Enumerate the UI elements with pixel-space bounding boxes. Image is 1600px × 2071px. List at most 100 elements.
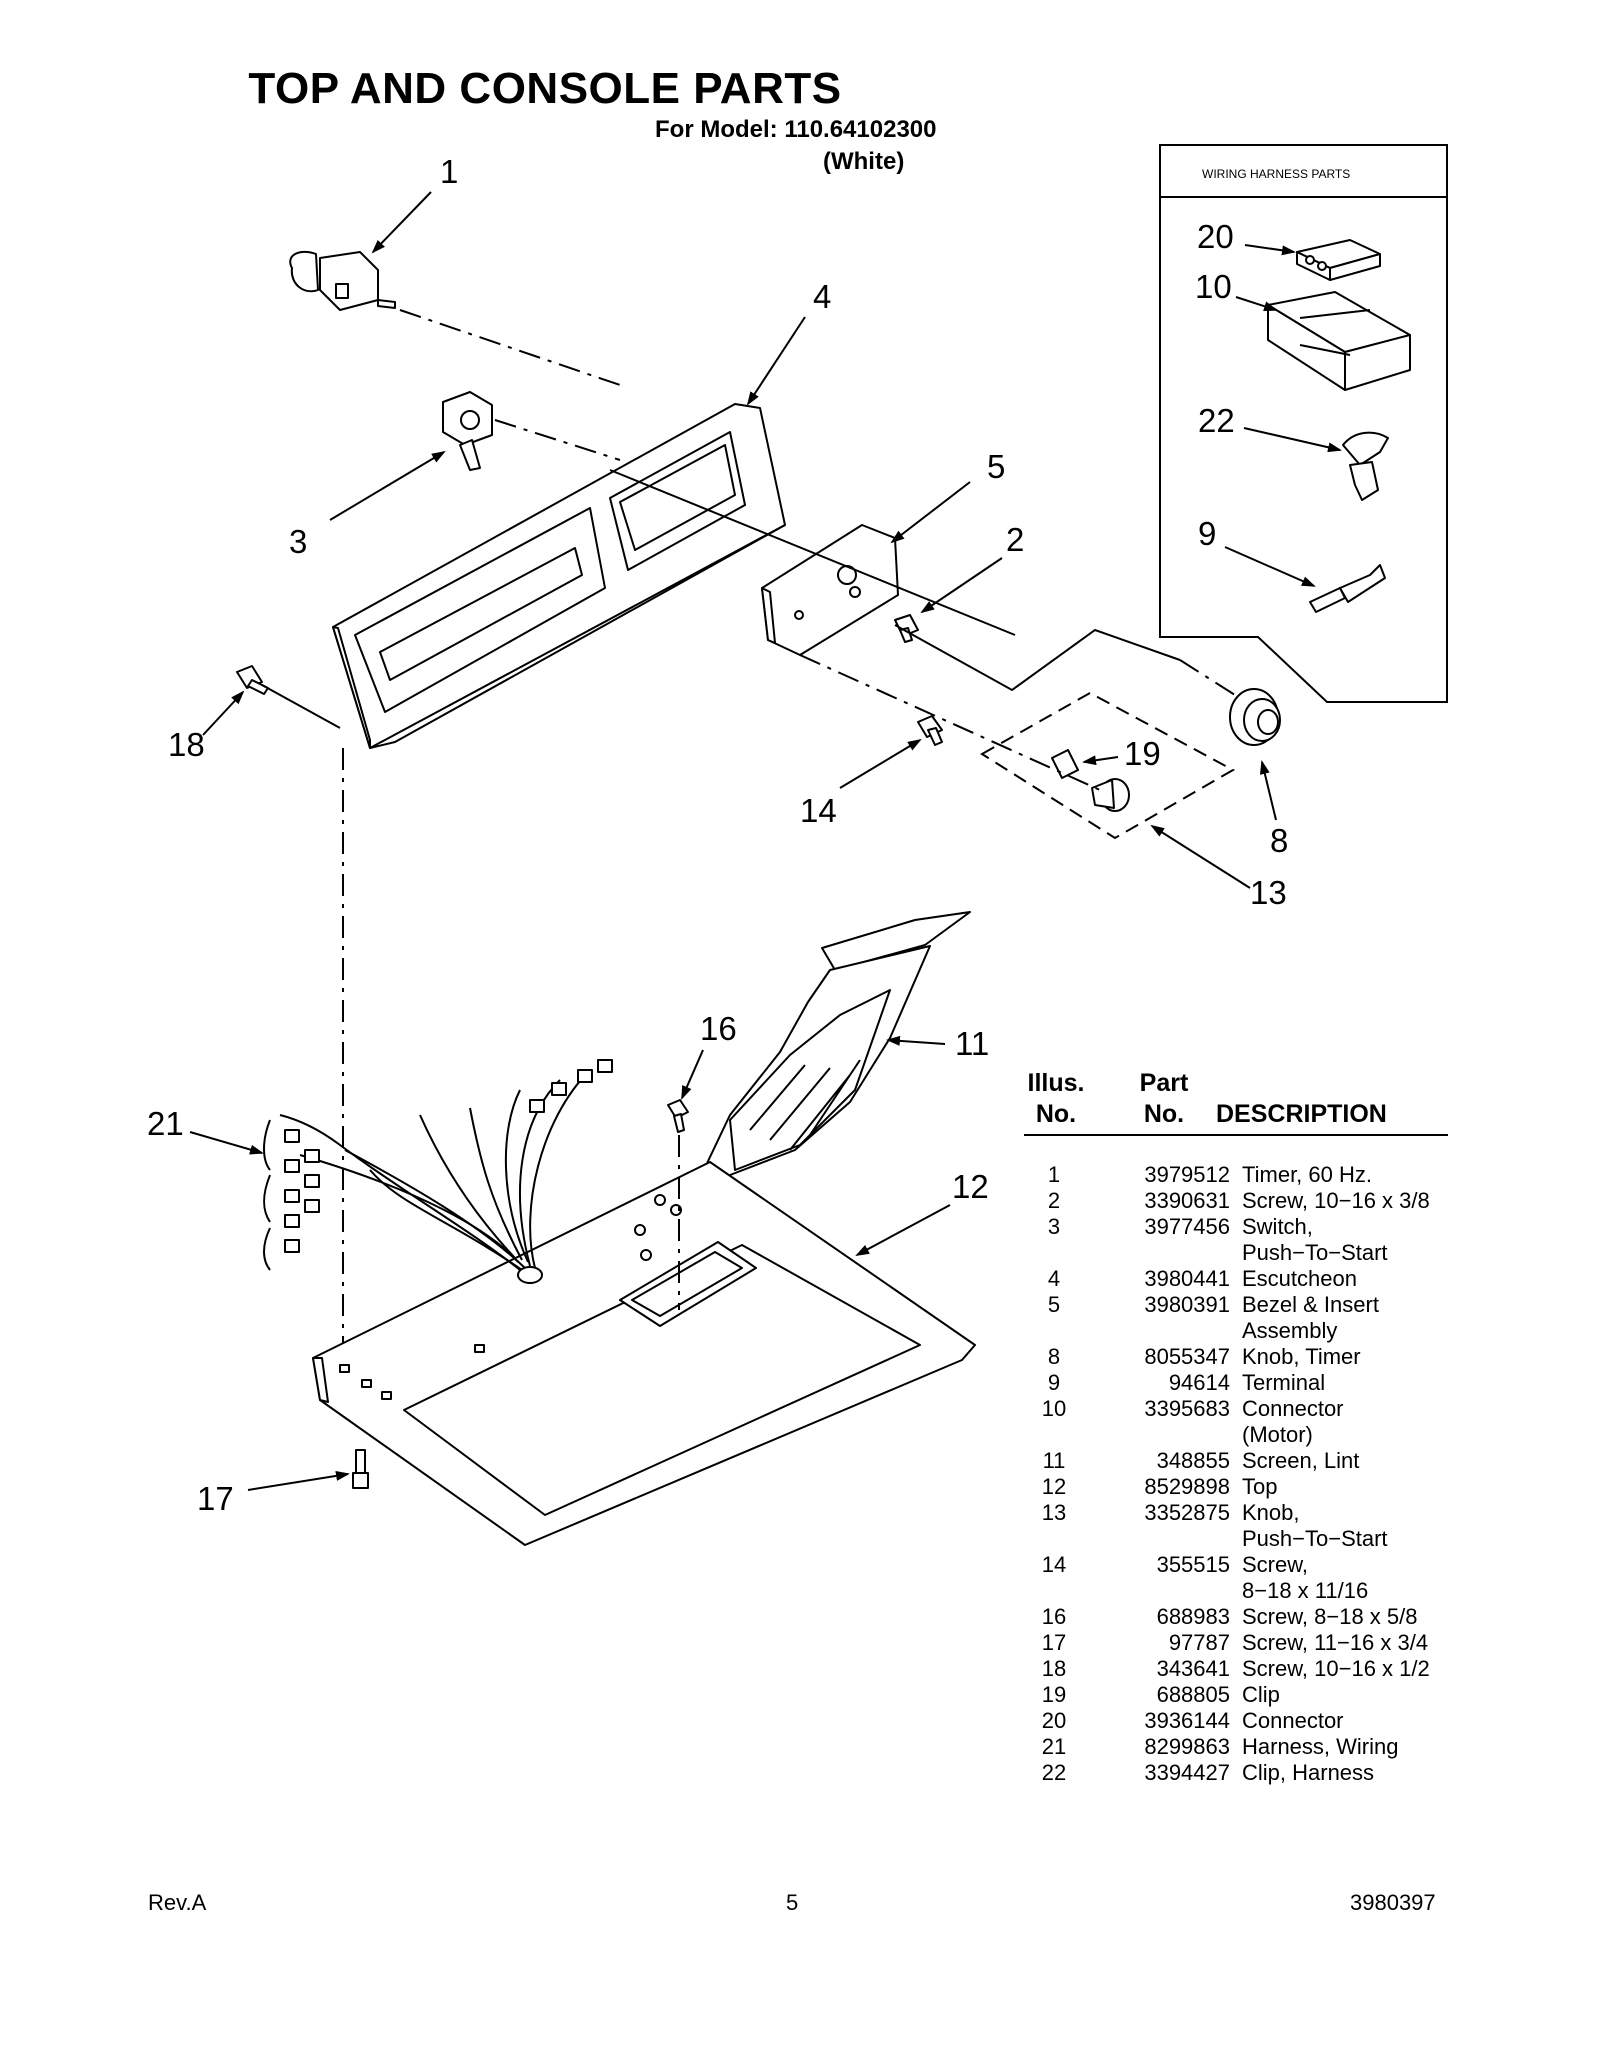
callout-20: 20 — [1197, 218, 1234, 255]
part-number: 8299863 — [1144, 1734, 1230, 1759]
switch-3-part — [442, 391, 493, 471]
part-number: 3977456 — [1144, 1214, 1230, 1239]
part-description: Terminal — [1242, 1370, 1326, 1395]
escutcheon-4-part — [332, 403, 786, 749]
part-description: Bezel & Insert Assembly — [1242, 1292, 1379, 1343]
illus-number: 17 — [1041, 1630, 1067, 1655]
lint-screen-11-part — [699, 911, 971, 1179]
part-description: Screw, 8−18 x 5/8 — [1242, 1604, 1418, 1629]
part-description: Switch, Push−To−Start — [1242, 1214, 1388, 1265]
part-number: 3980391 — [1144, 1292, 1230, 1317]
callout-8: 8 — [1270, 822, 1288, 859]
table-row: 16 688983 Screw, 8−18 x 5/8 — [1024, 1604, 1462, 1630]
callout-3: 3 — [289, 523, 307, 560]
part-description: Harness, Wiring — [1242, 1734, 1399, 1759]
table-row: 1 3979512 Timer, 60 Hz. — [1024, 1162, 1462, 1188]
table-row: 4 3980441 Escutcheon — [1024, 1266, 1462, 1292]
illus-number: 12 — [1041, 1474, 1067, 1499]
bezel-insert-5-part — [761, 524, 899, 656]
illus-number: 2 — [1047, 1188, 1061, 1213]
part-description: Screw, 8−18 x 11/16 — [1242, 1552, 1369, 1603]
revision: Rev.A — [148, 1890, 207, 1915]
part-number: 688805 — [1156, 1682, 1230, 1707]
table-row: 9 94614 Terminal — [1024, 1370, 1462, 1396]
illus-number: 16 — [1041, 1604, 1067, 1629]
part-description: Screw, 11−16 x 3/4 — [1242, 1630, 1429, 1655]
part-number: 688983 — [1156, 1604, 1230, 1629]
illus-number: 21 — [1041, 1734, 1067, 1759]
part-number: 8529898 — [1144, 1474, 1230, 1499]
timer-1-part — [289, 250, 396, 311]
connector-20-part — [1296, 239, 1381, 281]
col-illus-label-2: No. — [1035, 1100, 1077, 1128]
screw-16-part — [667, 1099, 689, 1133]
model-line: For Model: 110.64102300 — [655, 116, 937, 143]
callout-12: 12 — [952, 1168, 989, 1205]
push-to-start-knob-13-group — [980, 691, 1236, 840]
callout-13: 13 — [1250, 874, 1287, 911]
part-description: Screw, 10−16 x 3/8 — [1242, 1188, 1430, 1213]
color-line: (White) — [823, 148, 905, 175]
part-description: Knob, Timer — [1242, 1344, 1361, 1369]
part-description: Connector (Motor) — [1242, 1396, 1344, 1447]
callout-1: 1 — [440, 153, 458, 190]
inset-title: WIRING HARNESS PARTS — [1202, 167, 1350, 181]
part-number: 3394427 — [1144, 1760, 1230, 1785]
part-number: 3390631 — [1144, 1188, 1230, 1213]
parts-list-table: 1 3979512 Timer, 60 Hz. 2 3390631 Screw, 10−1… — [1024, 1162, 1462, 1786]
motor-connector-10-part — [1267, 291, 1411, 391]
illus-number: 4 — [1047, 1266, 1061, 1291]
callout-19: 19 — [1124, 735, 1161, 772]
table-row: 17 97787 Screw, 11−16 x 3/4 — [1024, 1630, 1462, 1656]
illus-number: 3 — [1047, 1214, 1061, 1239]
illus-number: 5 — [1047, 1292, 1061, 1317]
callout-11: 11 — [955, 1025, 989, 1062]
col-illus-label: Illus. — [1027, 1069, 1085, 1097]
screw-2-part — [894, 614, 919, 643]
part-number: 348855 — [1156, 1448, 1230, 1473]
wiring-harness-21-part — [263, 1059, 613, 1284]
callout-4: 4 — [813, 278, 831, 315]
callout-5: 5 — [987, 448, 1005, 485]
illus-number: 14 — [1041, 1552, 1067, 1577]
part-description: Escutcheon — [1242, 1266, 1357, 1291]
part-number: 8055347 — [1144, 1344, 1230, 1369]
callout-22: 22 — [1198, 402, 1235, 439]
wiring-harness-inset: WIRING HARNESS PARTS 2 — [1159, 144, 1448, 703]
illus-number: 20 — [1041, 1708, 1067, 1733]
terminal-9-part — [1309, 564, 1386, 613]
callout-17: 17 — [197, 1480, 234, 1517]
part-number: 3980441 — [1144, 1266, 1230, 1291]
screw-14-part — [917, 715, 943, 746]
document-number: 3980397 — [1350, 1890, 1436, 1915]
table-row: 5 3980391 Bezel & Insert Assembly — [1024, 1292, 1462, 1344]
illus-number: 11 — [1042, 1448, 1066, 1473]
part-number: 94614 — [1168, 1370, 1230, 1395]
part-description: Timer, 60 Hz. — [1242, 1162, 1372, 1187]
table-row: 21 8299863 Harness, Wiring — [1024, 1734, 1462, 1760]
part-description: Screen, Lint — [1242, 1448, 1360, 1473]
table-row: 2 3390631 Screw, 10−16 x 3/8 — [1024, 1188, 1462, 1214]
illus-number: 9 — [1047, 1370, 1061, 1395]
part-number: 3979512 — [1144, 1162, 1230, 1187]
part-number: 3395683 — [1144, 1396, 1230, 1421]
illus-number: 13 — [1041, 1500, 1067, 1525]
callout-18: 18 — [168, 726, 205, 763]
col-description-label: DESCRIPTION — [1216, 1100, 1387, 1128]
table-row: 3 3977456 Switch, Push−To−Start — [1024, 1214, 1462, 1266]
callout-21: 21 — [147, 1105, 184, 1142]
part-number: 97787 — [1168, 1630, 1230, 1655]
part-description: Clip — [1242, 1682, 1280, 1707]
part-description: Knob, Push−To−Start — [1242, 1500, 1388, 1551]
callout-9: 9 — [1198, 515, 1216, 552]
part-description: Clip, Harness — [1242, 1760, 1375, 1785]
illus-number: 1 — [1047, 1162, 1061, 1187]
